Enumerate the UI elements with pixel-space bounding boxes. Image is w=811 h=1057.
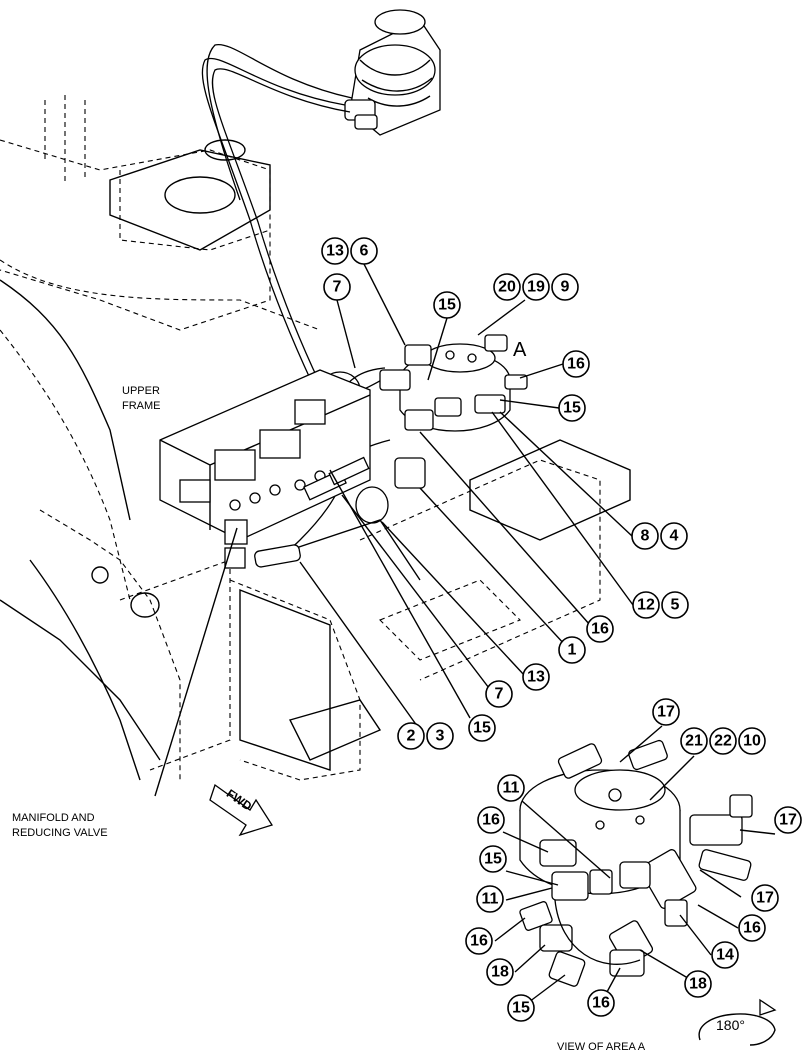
callout-21: 21 (680, 727, 708, 755)
view-of-area-a-label: VIEW OF AREA A (557, 1041, 646, 1053)
svg-text:13: 13 (527, 669, 545, 686)
control-valve-bank (159, 369, 371, 569)
callout-16: 16 (562, 350, 590, 378)
pilot-control-joystick (344, 9, 441, 136)
callout-11: 11 (497, 774, 525, 802)
callout-18: 18 (486, 958, 514, 986)
detail-view-area-a (519, 739, 753, 987)
svg-text:20: 20 (498, 279, 516, 296)
callout-17: 17 (774, 806, 802, 834)
callout-3: 3 (426, 722, 454, 750)
svg-text:5: 5 (671, 597, 680, 614)
svg-text:10: 10 (743, 733, 761, 750)
callout-2: 2 (397, 722, 425, 750)
svg-text:15: 15 (438, 297, 456, 314)
callout-10: 10 (738, 727, 766, 755)
svg-text:18: 18 (689, 976, 707, 993)
callout-13: 13 (522, 663, 550, 691)
svg-text:19: 19 (527, 279, 545, 296)
leader-lines-main (154, 263, 634, 797)
callout-13: 13 (321, 237, 349, 265)
rotation-label: 180° (716, 1017, 745, 1033)
callout-18: 18 (684, 970, 712, 998)
callout-16: 16 (587, 989, 615, 1017)
callout-15: 15 (433, 291, 461, 319)
svg-text:12: 12 (637, 597, 655, 614)
callout-12: 12 (632, 591, 660, 619)
svg-text:4: 4 (670, 528, 679, 545)
svg-text:14: 14 (716, 947, 734, 964)
svg-text:3: 3 (436, 728, 445, 745)
svg-text:15: 15 (563, 400, 581, 417)
svg-text:18: 18 (491, 964, 509, 981)
svg-text:17: 17 (756, 890, 774, 907)
rotation-arrow: 180° (698, 998, 777, 1046)
upper-frame-label-line1: UPPER (122, 385, 160, 397)
svg-text:17: 17 (657, 704, 675, 721)
callout-15: 15 (558, 394, 586, 422)
callout-19: 19 (522, 273, 550, 301)
upper-frame-label-line2: FRAME (122, 400, 161, 412)
svg-text:16: 16 (592, 995, 610, 1012)
callout-15: 15 (507, 994, 535, 1022)
svg-text:16: 16 (743, 920, 761, 937)
callout-16: 16 (738, 914, 766, 942)
callout-15: 15 (468, 714, 496, 742)
svg-text:6: 6 (360, 243, 369, 260)
callout-20: 20 (493, 273, 521, 301)
callout-16: 16 (465, 927, 493, 955)
svg-text:15: 15 (512, 1000, 530, 1017)
svg-text:21: 21 (685, 733, 703, 750)
svg-text:2: 2 (407, 728, 416, 745)
callout-4: 4 (660, 522, 688, 550)
callout-11: 11 (476, 885, 504, 913)
svg-text:22: 22 (714, 733, 732, 750)
manifold-label-line1: MANIFOLD AND (12, 812, 95, 824)
callout-9: 9 (551, 273, 579, 301)
upper-frame-structure (0, 95, 631, 781)
callout-16: 16 (477, 806, 505, 834)
manifold-block (379, 334, 528, 489)
area-a-marker: A (513, 339, 527, 361)
fwd-arrow: FWD (209, 783, 274, 837)
svg-text:8: 8 (641, 528, 650, 545)
svg-text:1: 1 (568, 642, 577, 659)
svg-text:15: 15 (473, 720, 491, 737)
svg-text:16: 16 (591, 621, 609, 638)
callout-17: 17 (751, 884, 779, 912)
svg-text:16: 16 (567, 356, 585, 373)
svg-text:11: 11 (482, 891, 499, 908)
svg-text:11: 11 (503, 780, 520, 797)
callout-6: 6 (350, 237, 378, 265)
svg-text:16: 16 (482, 812, 500, 829)
callout-17: 17 (652, 698, 680, 726)
svg-text:9: 9 (561, 279, 570, 296)
svg-text:7: 7 (495, 686, 504, 703)
callout-7: 7 (485, 680, 513, 708)
svg-text:7: 7 (333, 279, 342, 296)
callout-14: 14 (711, 941, 739, 969)
callout-22: 22 (709, 727, 737, 755)
callout-7: 7 (323, 273, 351, 301)
svg-text:13: 13 (326, 243, 344, 260)
svg-text:17: 17 (779, 812, 797, 829)
callout-15: 15 (479, 845, 507, 873)
leader-lines-detail (494, 725, 776, 1009)
callout-5: 5 (661, 591, 689, 619)
svg-text:16: 16 (470, 933, 488, 950)
callout-1: 1 (558, 636, 586, 664)
callout-8: 8 (631, 522, 659, 550)
manifold-label-line2: REDUCING VALVE (12, 827, 108, 839)
svg-text:15: 15 (484, 851, 502, 868)
callout-16: 16 (586, 615, 614, 643)
